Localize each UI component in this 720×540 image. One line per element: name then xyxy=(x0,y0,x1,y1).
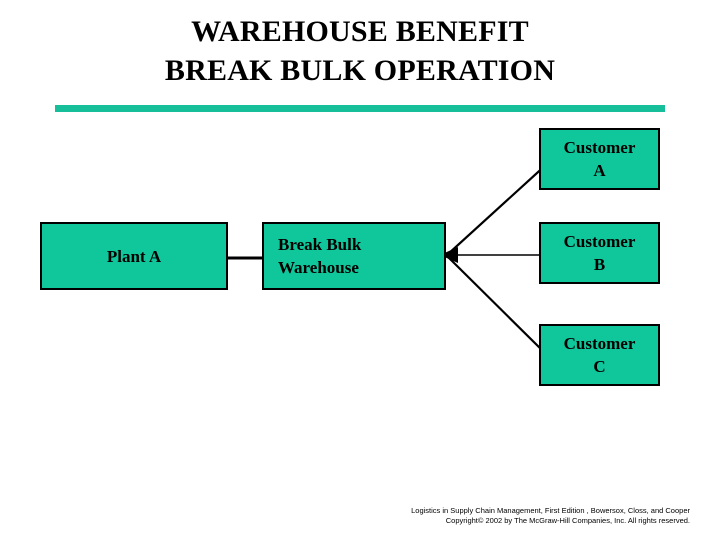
node-customer-a-label-line-1: Customer xyxy=(563,138,636,157)
node-plant-a-label: Plant A xyxy=(106,246,162,266)
footer-credit: Logistics in Supply Chain Management, Fi… xyxy=(300,506,690,526)
title-divider-bar xyxy=(55,105,665,112)
node-customer-c[interactable]: Customer C xyxy=(539,324,660,386)
node-break-bulk-warehouse-label-line-1: Break Bulk xyxy=(278,235,362,254)
node-customer-a[interactable]: Customer A xyxy=(539,128,660,190)
node-customer-a-label-line-2: A xyxy=(593,161,606,180)
title-line-1: WAREHOUSE BENEFIT xyxy=(191,15,529,48)
footer-copyright-line: Copyright© 2002 by The McGraw-Hill Compa… xyxy=(445,516,690,525)
footer-source-line: Logistics in Supply Chain Management, Fi… xyxy=(411,506,690,515)
node-customer-c-label-line-1: Customer xyxy=(563,334,636,353)
node-customer-b[interactable]: Customer B xyxy=(539,222,660,284)
node-customer-b-label-line-1: Customer xyxy=(563,232,636,251)
node-customer-b-label-line-2: B xyxy=(593,255,606,274)
title-line-2: BREAK BULK OPERATION xyxy=(164,54,556,87)
node-break-bulk-warehouse-label-line-2: Warehouse xyxy=(278,258,359,277)
connector-customer-c-to-warehouse xyxy=(446,255,549,357)
node-break-bulk-warehouse[interactable]: Break Bulk Warehouse xyxy=(262,222,446,290)
node-customer-c-label-line-2: C xyxy=(593,357,606,376)
page-title: WAREHOUSE BENEFIT BREAK BULK OPERATION xyxy=(40,12,680,90)
node-plant-a[interactable]: Plant A xyxy=(40,222,228,290)
connector-customer-a-to-warehouse xyxy=(446,162,549,256)
